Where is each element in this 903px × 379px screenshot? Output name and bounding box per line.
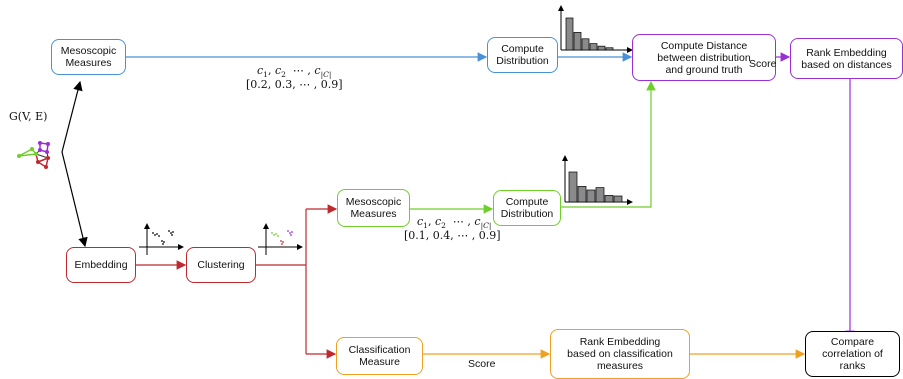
cluster-names-top: c1, c2 ⋯ , c|C|: [257, 64, 332, 80]
score-label-bottom: Score: [468, 358, 496, 370]
cluster-names-mid: c1, c2 ⋯ , c|C|: [417, 215, 492, 231]
score-label-top: Score: [749, 58, 777, 70]
compare-correlation-box: Compare correlation of ranks: [805, 331, 900, 377]
compute-distribution-mid-box: Compute Distribution: [493, 190, 561, 226]
histogram-bar: [565, 17, 574, 51]
clustering-box: Clustering: [186, 247, 256, 283]
cluster-values-top: [0.2, 0.3, ⋯ , 0.9]: [246, 78, 343, 91]
graph-icon: [17, 141, 50, 169]
histogram-bar: [589, 43, 598, 51]
mesoscopic-measures-mid-box: Mesoscopic Measures: [337, 189, 410, 227]
cluster-values-mid: [0.1, 0.4, ⋯ , 0.9]: [404, 229, 501, 242]
histogram-bar: [595, 187, 605, 203]
embedding-box: Embedding: [66, 247, 136, 283]
clustering-scatter-icon: [258, 223, 303, 255]
histogram-bar: [581, 38, 590, 51]
graph-label: G(V, E): [9, 110, 48, 123]
mesoscopic-measures-top-box: Mesoscopic Measures: [51, 39, 126, 75]
compute-distance-box: Compute Distance between distribution an…: [632, 34, 776, 81]
rank-embedding-distances-box: Rank Embedding based on distances: [790, 38, 903, 79]
histogram-mid: [562, 155, 633, 205]
rank-embedding-classification-box: Rank Embedding based on classification m…: [550, 329, 690, 379]
histogram-bar: [577, 186, 587, 203]
histogram-bar: [605, 47, 614, 51]
classification-measure-box: Classification Measure: [336, 337, 423, 375]
compute-distribution-top-box: Compute Distribution: [487, 37, 558, 73]
histogram-bar: [613, 195, 623, 203]
histogram-top: [558, 5, 633, 53]
histogram-bar: [586, 189, 596, 203]
arrow-compute-mid-to-distance: [561, 80, 656, 208]
embedding-scatter-icon: [139, 223, 184, 255]
arrow-graph-to-meso: [61, 80, 83, 153]
histogram-bar: [597, 45, 606, 51]
histogram-bar: [604, 195, 614, 203]
histogram-bar: [573, 32, 582, 51]
arrow-graph-to-embedding: [61, 151, 88, 248]
histogram-bar: [568, 171, 578, 203]
